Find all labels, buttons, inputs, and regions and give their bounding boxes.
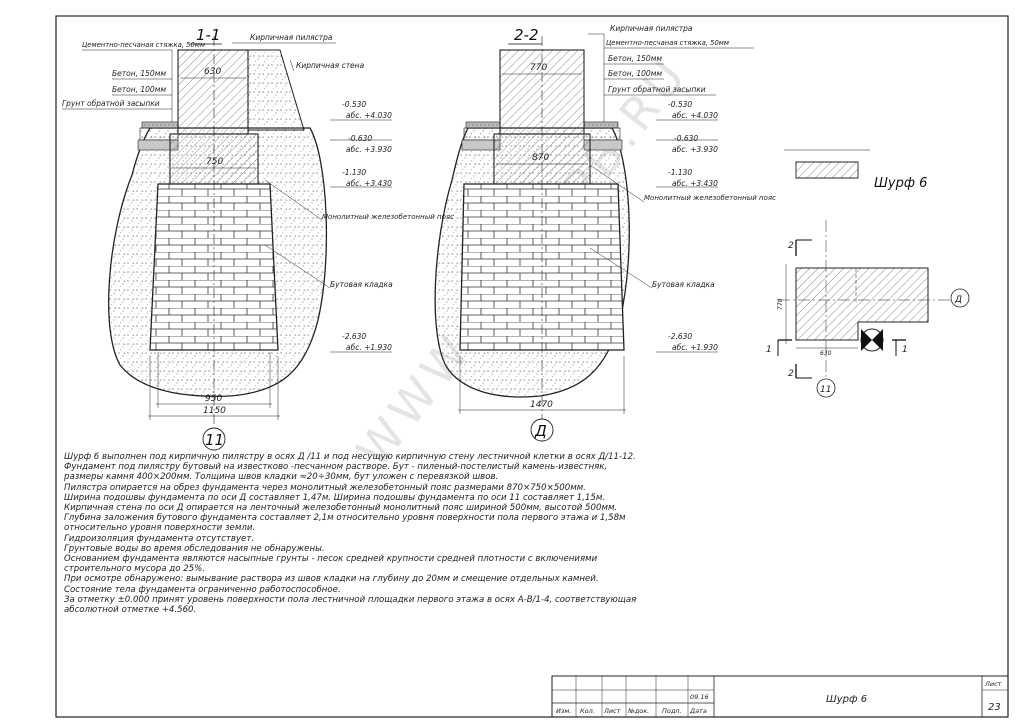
- tb-col: Дата: [689, 707, 707, 715]
- section-title: 1-1: [196, 26, 221, 44]
- label-brick-wall: Кирпичная стена: [296, 61, 365, 70]
- axis-11-label: 11: [820, 385, 831, 395]
- belt-dim: 870: [532, 153, 549, 163]
- wall-fragment: [795, 161, 859, 179]
- note-line: Кирпичная стена по оси Д опирается на ле…: [64, 503, 618, 514]
- level-abs: абс. +1.930: [346, 343, 392, 352]
- level-mark: -1.130: [668, 168, 692, 177]
- sheet-frame: [55, 15, 1009, 718]
- note-line: Гидроизоляция фундамента отсутствует.: [64, 533, 255, 544]
- screed-layer: [465, 121, 501, 129]
- level-mark: -2.630: [668, 332, 692, 341]
- axis-marker: [950, 288, 970, 308]
- note-line: Состояние тела фундамента ограниченно ра…: [64, 584, 341, 595]
- cut-2-top: 2: [788, 241, 794, 251]
- note-line: Ширина подошвы фундамента по оси Д соста…: [64, 492, 606, 503]
- label-brick-pilaster: Кирпичная пилястра: [250, 33, 333, 42]
- note-line: При осмотре обнаружено: вымывание раство…: [64, 574, 599, 585]
- plan-title: Шурф 6: [874, 176, 927, 191]
- cut-2-bottom: 2: [788, 369, 794, 379]
- section-1-1: 1-1 630 750 950 1150 11 Цементно-песчана…: [62, 26, 454, 451]
- level-abs: абс. +3.930: [672, 145, 718, 154]
- pit-plan: [795, 267, 929, 341]
- label-brick-pilaster: Кирпичная пилястра: [610, 24, 693, 33]
- screed-layer: [141, 121, 179, 129]
- plan-dim-height: 770: [777, 298, 784, 310]
- tb-col: Лист: [603, 707, 621, 715]
- axis-label: 11: [205, 431, 224, 449]
- cut-1-right: 1: [902, 345, 908, 355]
- label-monolithic-belt: Монолитный железобетонный пояс: [644, 194, 776, 202]
- notes-block: Шурф 6 выполнен под кирпичную пилястру в…: [64, 452, 644, 615]
- note-line: Шурф 6 выполнен под кирпичную пилястру в…: [64, 452, 636, 462]
- axis-marker: [530, 418, 554, 442]
- label-cement-screed: Цементно-песчаная стяжка, 50мм: [606, 39, 729, 47]
- tb-sheet-no: 23: [988, 702, 1001, 713]
- tb-col: Подп.: [662, 707, 682, 715]
- note-line: Основанием фундамента являются насыпные …: [64, 554, 598, 575]
- label-concrete-100: Бетон, 100мм: [112, 85, 166, 94]
- level-abs: абс. +3.930: [346, 145, 392, 154]
- label-rubble: Бутовая кладка: [652, 280, 715, 289]
- label-backfill: Грунт обратной засыпки: [608, 85, 706, 94]
- pit-marker-icon: [860, 328, 884, 352]
- level-mark: -0.630: [348, 134, 372, 143]
- cut-1-left: 1: [766, 345, 772, 355]
- axis-d-label: Д: [954, 295, 962, 305]
- pilaster-dim: 770: [530, 63, 547, 73]
- plan-view: Шурф 6 770 630 Д 11 2 2 1 1: [766, 149, 970, 398]
- note-line: Грунтовые воды во время обследования не …: [64, 543, 325, 554]
- level-mark: -0.530: [342, 100, 366, 109]
- tb-date: 09.16: [690, 693, 709, 701]
- note-line: Пилястра опирается на обрез фундамента ч…: [64, 482, 586, 493]
- level-mark: -0.530: [668, 100, 692, 109]
- label-concrete-100: Бетон, 100мм: [608, 69, 662, 78]
- base-inner-dim: 950: [205, 394, 222, 404]
- level-abs: абс. +4.030: [346, 111, 392, 120]
- note-line: За отметку ±0.000 принят уровень поверхн…: [64, 594, 637, 616]
- plan-dim-width: 630: [820, 350, 832, 357]
- base-dim: 1470: [530, 400, 553, 410]
- level-mark: -2.630: [342, 332, 366, 341]
- brick-pilaster: [177, 49, 249, 135]
- brick-wall: [247, 49, 305, 131]
- title-block: Изм. Кол. Лист №док. Подп. Дата 09.16 Шу…: [551, 675, 1009, 718]
- tb-col: Изм.: [556, 707, 571, 715]
- base-outer-dim: 1150: [203, 406, 226, 416]
- tb-sheet-label: Лист: [984, 680, 1002, 688]
- axis-marker: [816, 378, 836, 398]
- label-concrete-150: Бетон, 150мм: [608, 54, 662, 63]
- label-backfill: Грунт обратной засыпки: [62, 99, 160, 108]
- axis-label: Д: [534, 422, 547, 440]
- note-line: Фундамент под пилястру бутовый на извест…: [64, 462, 608, 483]
- screed-layer: [583, 121, 619, 129]
- label-cement-screed: Цементно-песчаная стяжка, 50мм: [82, 41, 205, 49]
- level-abs: абс. +3.430: [672, 179, 718, 188]
- level-mark: -0.630: [674, 134, 698, 143]
- level-mark: -1.130: [342, 168, 366, 177]
- pilaster-dim: 630: [204, 67, 221, 77]
- level-abs: абс. +4.030: [672, 111, 718, 120]
- section-2-2: 2-2 770 870 1470 Д Кирпичная пилястра Це…: [434, 24, 776, 442]
- axis-marker: [202, 427, 226, 451]
- note-line: Глубина заложения бутового фундамента со…: [64, 513, 626, 534]
- tb-col: Кол.: [580, 707, 595, 715]
- level-marks: -0.530 абс. +4.030 -0.630 абс. +3.930 -1…: [330, 100, 392, 353]
- level-marks: -0.530 абс. +4.030 -0.630 абс. +3.930 -1…: [656, 100, 718, 353]
- section-title: 2-2: [514, 26, 539, 44]
- label-concrete-150: Бетон, 150мм: [112, 69, 166, 78]
- level-abs: абс. +3.430: [346, 179, 392, 188]
- label-monolithic-belt: Монолитный железобетонный пояс: [322, 213, 454, 221]
- tb-title: Шурф 6: [826, 694, 867, 705]
- belt-dim: 750: [206, 157, 223, 167]
- label-rubble: Бутовая кладка: [330, 280, 393, 289]
- tb-col: №док.: [627, 707, 649, 715]
- level-abs: абс. +1.930: [672, 343, 718, 352]
